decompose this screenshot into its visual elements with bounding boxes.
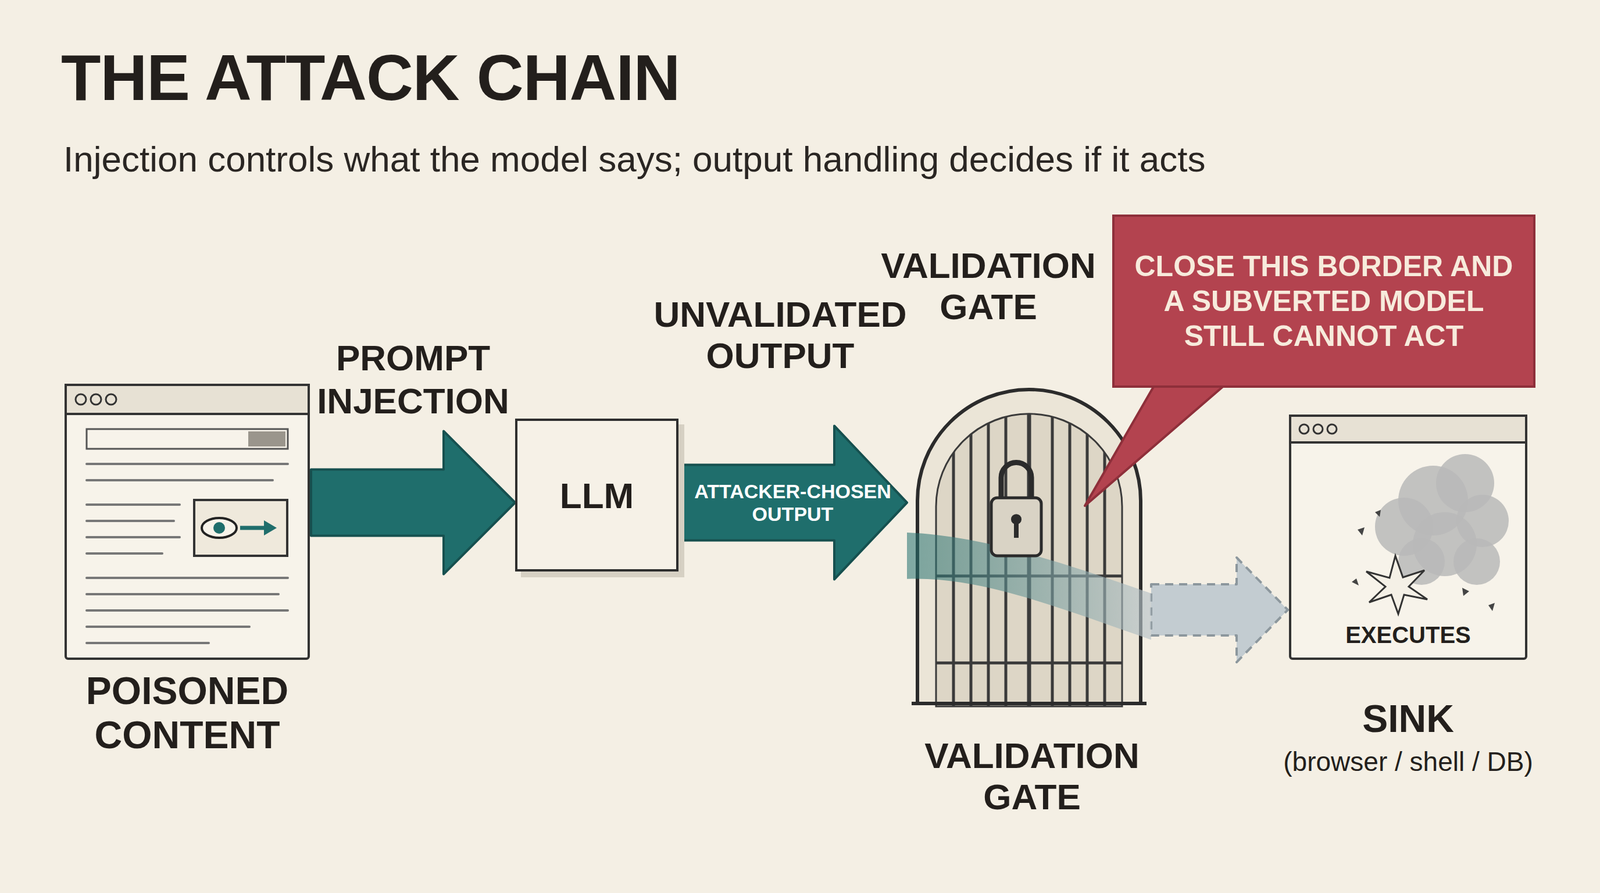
shape-part <box>75 394 87 405</box>
shape-part <box>1351 509 1495 612</box>
shape-part <box>1375 509 1381 517</box>
sink-window: EXECUTESSINK(browser / shell / DB) <box>1287 413 1529 662</box>
shape-part <box>1313 424 1323 434</box>
shape-part <box>194 500 288 556</box>
model-box: LLM <box>515 418 679 572</box>
callout-text: CLOSE THIS BORDER AND A SUBVERTED MODEL … <box>1129 248 1519 354</box>
shape-part <box>86 429 288 449</box>
shape-part <box>213 522 225 534</box>
shape-part <box>105 394 117 405</box>
gate-illustration <box>906 384 1152 707</box>
shape-part <box>86 462 288 466</box>
edge-label: ATTACKER-CHOSEN OUTPUT <box>684 480 902 526</box>
shape-part <box>86 552 163 555</box>
shape-part <box>86 479 273 482</box>
diagram-title: THE ATTACK CHAIN <box>61 41 680 114</box>
shape-part <box>936 661 1123 665</box>
flow-arrow <box>1151 557 1288 663</box>
shape-part <box>86 503 180 506</box>
node-subcaption: (browser / shell / DB) <box>1218 745 1599 778</box>
shape-part <box>1013 521 1019 538</box>
node-caption: VALIDATION GATE <box>898 734 1166 819</box>
shape-part <box>1299 424 1309 434</box>
shape-part <box>1001 462 1032 502</box>
shape-part <box>248 431 286 447</box>
shape-part <box>86 641 209 645</box>
shape-part <box>65 384 309 659</box>
shape-part <box>1327 424 1337 434</box>
shape-part <box>201 518 237 538</box>
node-caption: POISONED CONTENT <box>59 669 316 758</box>
shape-part <box>65 384 309 414</box>
shape-part <box>86 593 279 596</box>
source-window: POISONED CONTENT <box>63 382 312 662</box>
flow-arrow <box>678 426 907 580</box>
shape-part <box>1453 538 1500 585</box>
shape-part <box>1366 555 1428 614</box>
shape-part <box>86 519 174 523</box>
shape-part <box>90 394 102 405</box>
callout-box: CLOSE THIS BORDER AND A SUBVERTED MODEL … <box>1112 214 1536 388</box>
node-label: EXECUTES <box>1287 622 1529 649</box>
shape-part <box>1357 527 1365 536</box>
flow-arrow <box>311 431 516 575</box>
shape-part <box>263 520 277 536</box>
shape-part <box>86 609 288 612</box>
shape-part <box>1351 578 1359 586</box>
shape-part <box>86 536 180 539</box>
browser-window <box>63 382 312 662</box>
shape-part <box>240 526 267 531</box>
edge-label: PROMPT INJECTION <box>285 336 542 424</box>
shape-part <box>86 625 250 628</box>
shape-part <box>86 576 288 580</box>
node-label: LLM <box>517 474 677 516</box>
shape-part <box>991 497 1042 556</box>
shape-part <box>911 701 1147 706</box>
shape-part <box>1488 602 1495 612</box>
shape-part <box>1290 415 1527 443</box>
validation-gate: VALIDATION GATEVALIDATION GATE <box>906 384 1152 707</box>
subtitle: Injection controls what the model says; … <box>63 138 1206 180</box>
flow-label: UNVALIDATED OUTPUT <box>640 293 920 377</box>
shape-part <box>86 463 288 644</box>
node-caption: SINK <box>1252 696 1564 741</box>
shape-part <box>1462 587 1470 596</box>
